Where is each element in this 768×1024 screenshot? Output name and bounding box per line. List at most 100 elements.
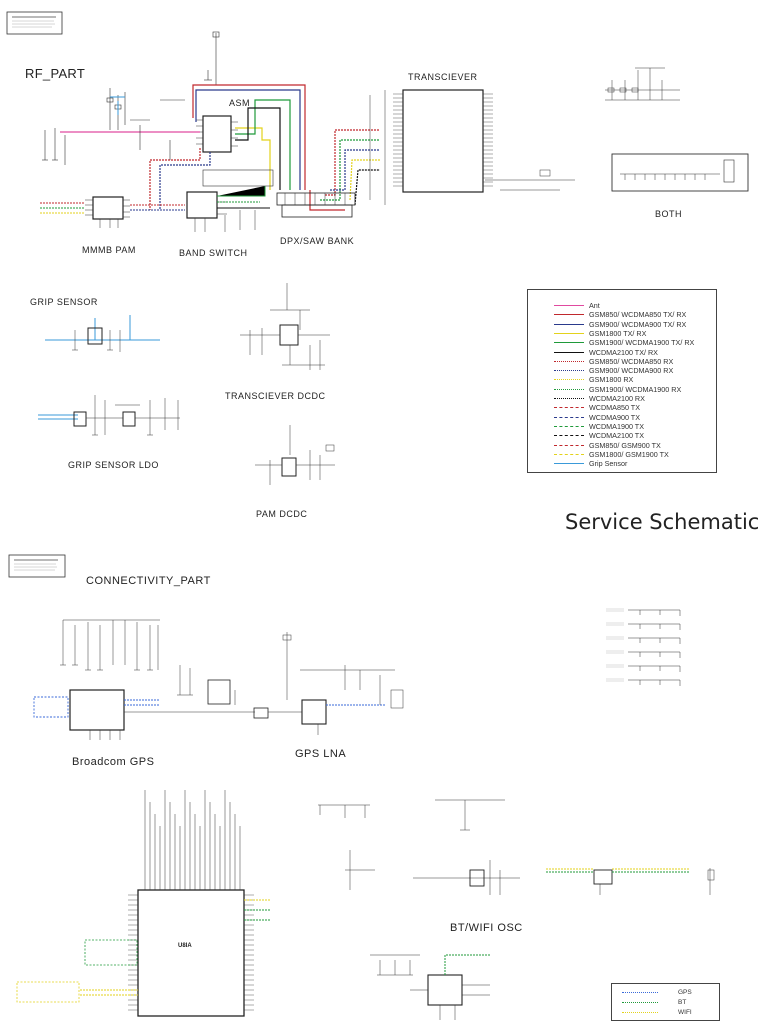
confidential-note-top	[6, 11, 63, 35]
legend-line-swatch	[554, 342, 584, 344]
legend-entry: WCDMA2100 TX	[528, 431, 644, 440]
transciever-dcdc-label: TRANSCIEVER DCDC	[225, 391, 326, 401]
legend-line-swatch	[554, 425, 584, 427]
legend-entry-label: GSM1900/ WCDMA1900 TX/ RX	[589, 338, 695, 348]
legend-line-swatch	[554, 323, 584, 325]
pam-dcdc-label: PAM DCDC	[256, 509, 308, 519]
dpx-saw-bank-label: DPX/SAW BANK	[280, 236, 355, 246]
transceiver-ic	[369, 89, 575, 205]
legend-entry-label: WCDMA2100 TX	[589, 431, 644, 441]
legend-entry-label: GSM1900/ WCDMA1900 RX	[589, 384, 682, 394]
legend-entry: GSM1900/ WCDMA1900 TX/ RX	[528, 338, 694, 347]
antenna-feed	[204, 31, 220, 85]
legend-entry: GSM1800 TX/ RX	[528, 329, 646, 338]
grip-sensor-ldo-label: GRIP SENSOR LDO	[68, 460, 159, 470]
legend-entry-label: WCDMA850 TX	[589, 403, 640, 413]
bt-wifi-osc-label: BT/WIFI OSC	[450, 922, 523, 934]
legend-entry-label: GPS	[678, 988, 692, 996]
connectivity-legend: GPS BT WIFI	[611, 983, 720, 1021]
legend-line-swatch	[622, 1011, 658, 1013]
legend-entry: BT	[612, 998, 686, 1006]
gps-right-connectors	[606, 608, 681, 686]
rf-part-label: RF_PART	[25, 66, 86, 81]
asm-label: ASM	[229, 98, 251, 108]
both-label: BOTH	[655, 209, 683, 219]
rf-traces	[60, 84, 380, 211]
legend-entry: GSM850/ WCDMA850 TX/ RX	[528, 310, 686, 319]
band-switch-label: BAND SWITCH	[179, 248, 248, 258]
legend-entry: GSM850/ WCDMA850 RX	[528, 357, 673, 366]
legend-line-swatch	[554, 370, 584, 372]
legend-entry-label: GSM1800 RX	[589, 375, 634, 385]
legend-entry: GPS	[612, 988, 692, 996]
legend-entry-label: BT	[678, 998, 687, 1006]
asm-block	[196, 115, 238, 153]
top-right-circuit	[605, 67, 680, 101]
pam-dcdc-circuit	[255, 425, 335, 485]
legend-entry-label: GSM900/ WCDMA900 TX/ RX	[589, 319, 687, 329]
mmmb-pam-block	[40, 196, 185, 228]
both-box	[611, 153, 749, 192]
u8ia-label: U8IA	[178, 943, 192, 949]
legend-entry: GSM900/ WCDMA900 TX/ RX	[528, 320, 686, 329]
legend-entry: Ant	[528, 301, 600, 310]
legend-entry: WCDMA850 TX	[528, 403, 640, 412]
legend-line-swatch	[554, 305, 584, 306]
legend-entry-label: GSM850/ GSM900 TX	[589, 440, 661, 450]
legend-entry-label: Grip Sensor	[589, 459, 628, 469]
legend-entry: WCDMA1900 TX	[528, 422, 644, 431]
legend-line-swatch	[554, 360, 584, 362]
rf-left-blue-trace	[110, 96, 125, 115]
legend-entry-label: WIFI	[678, 1008, 692, 1016]
grip-sensor-circuit	[45, 315, 160, 352]
band-switch-block	[186, 169, 274, 232]
legend-line-swatch	[554, 332, 584, 334]
legend-entry: GSM1800 RX	[528, 375, 633, 384]
legend-line-swatch	[554, 463, 584, 465]
legend-entry: WCDMA2100 RX	[528, 394, 645, 403]
legend-line-swatch	[554, 453, 584, 455]
legend-line-swatch	[554, 314, 584, 316]
grip-sensor-ldo-circuit	[38, 395, 180, 436]
legend-entry: WCDMA900 TX	[528, 413, 640, 422]
u8ia-ic	[16, 790, 270, 1017]
bottom-center-ic	[370, 954, 490, 1020]
confidential-note-bottom	[8, 554, 66, 578]
legend-line-swatch	[554, 444, 584, 446]
legend-entry-label: WCDMA900 TX	[589, 412, 640, 422]
legend-line-swatch	[554, 435, 584, 437]
legend-entry-label: GSM1800 TX/ RX	[589, 328, 647, 338]
page-title: Service Schematic	[565, 510, 760, 534]
rf-left-circuit	[42, 88, 185, 165]
legend-entry-label: WCDMA1900 TX	[589, 421, 644, 431]
legend-entry-label: WCDMA2100 TX/ RX	[589, 347, 658, 357]
gps-mid-circuit	[177, 665, 302, 719]
legend-entry: GSM900/ WCDMA900 RX	[528, 366, 673, 375]
connectivity-mid-circuits	[318, 799, 715, 895]
mmmb-pam-label: MMMB PAM	[82, 245, 136, 255]
legend-entry-label: GSM1800/ GSM1900 TX	[589, 449, 669, 459]
broadcom-gps-ic	[33, 619, 255, 740]
legend-line-swatch	[554, 388, 584, 390]
legend-entry: Grip Sensor	[528, 459, 627, 468]
gps-lna-circuit	[282, 632, 404, 735]
transciever-label: TRANSCIEVER	[408, 72, 478, 82]
legend-line-swatch	[554, 416, 584, 418]
legend-entry-label: WCDMA2100 RX	[589, 394, 645, 403]
legend-line-swatch	[554, 351, 584, 353]
legend-entry-label: Ant	[589, 301, 600, 310]
legend-entry: WCDMA2100 TX/ RX	[528, 348, 658, 357]
legend-line-swatch	[554, 379, 584, 381]
legend-entry-label: GSM850/ WCDMA850 RX	[589, 356, 674, 366]
legend-entry: WIFI	[612, 1008, 692, 1016]
legend-line-swatch	[622, 991, 658, 993]
transceiver-dcdc-circuit	[240, 283, 330, 370]
legend-entry: GSM850/ GSM900 TX	[528, 441, 661, 450]
legend-entry-label: GSM900/ WCDMA900 RX	[589, 366, 674, 376]
connectivity-part-label: CONNECTIVITY_PART	[86, 575, 211, 587]
broadcom-gps-label: Broadcom GPS	[72, 756, 155, 768]
legend-line-swatch	[554, 407, 584, 409]
dpx-saw-bank	[276, 192, 356, 218]
